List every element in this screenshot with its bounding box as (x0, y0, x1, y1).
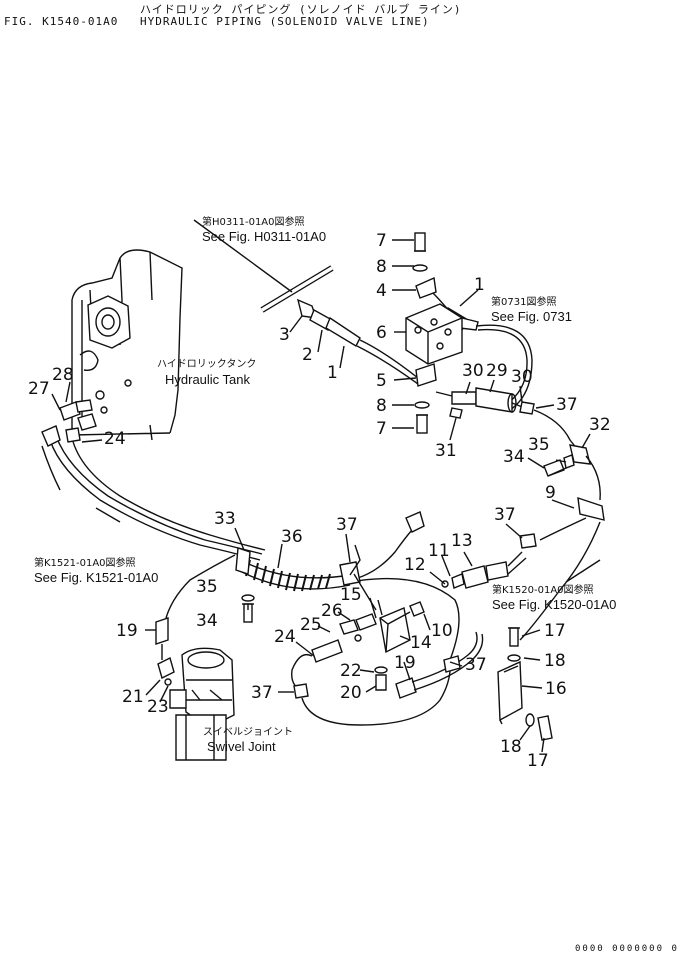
callout-28: 28 (52, 365, 74, 385)
callout-6: 6 (376, 323, 387, 343)
header-japanese-title: ハイドロリック パイピング (ソレノイド バルブ ライン) (140, 3, 462, 16)
callout-33: 33 (214, 509, 236, 529)
callout-18: 18 (500, 737, 522, 757)
hydraulic-tank (71, 249, 183, 441)
swivel-joint (155, 617, 235, 761)
callout-15: 15 (340, 585, 362, 605)
callout-24: 24 (274, 627, 296, 647)
callout-22: 22 (340, 661, 362, 681)
callout-7: 7 (376, 231, 387, 251)
ref-k1521-en: See Fig. K1521-01A0 (34, 570, 158, 585)
callout-37: 37 (251, 683, 273, 703)
callout-numbers: 7 8 4 1 6 3 2 1 5 8 7 30 29 30 37 31 32 … (28, 231, 611, 771)
callout-34: 34 (503, 447, 525, 467)
callout-10: 10 (431, 621, 453, 641)
right-hoses (435, 324, 605, 641)
callout-21: 21 (122, 687, 144, 707)
callout-4: 4 (376, 281, 387, 301)
callout-5: 5 (376, 371, 387, 391)
leader-lines (51, 219, 601, 753)
figure-number: FIG. K1540-01A0 (4, 15, 119, 28)
ref-0731-jp: 第0731図参照 (491, 295, 556, 308)
callout-35: 35 (528, 435, 550, 455)
callout-1: 1 (327, 363, 338, 383)
long-hoses (41, 399, 266, 623)
callout-17: 17 (544, 621, 566, 641)
callout-8: 8 (376, 396, 387, 416)
tank-label-jp: ハイドロリックタンク (157, 358, 256, 370)
callout-9: 9 (545, 483, 556, 503)
callout-30: 30 (462, 361, 484, 381)
callout-1: 1 (474, 275, 485, 295)
callout-14: 14 (410, 633, 432, 653)
ref-k1520-en: See Fig. K1520-01A0 (492, 597, 616, 612)
callout-26: 26 (321, 601, 343, 621)
swivel-label-jp: スイベルジョイント (203, 726, 293, 738)
callout-19: 19 (116, 621, 138, 641)
callout-8: 8 (376, 257, 387, 277)
callout-19: 19 (394, 653, 416, 673)
figure-title: HYDRAULIC PIPING (SOLENOID VALVE LINE) (140, 15, 430, 28)
callout-23: 23 (147, 697, 169, 717)
swivel-label-en: Swivel Joint (207, 739, 276, 754)
solenoid-valve-block (405, 232, 463, 434)
callout-37: 37 (336, 515, 358, 535)
page-footer: 0000 0000000 0 (575, 944, 679, 954)
bracket-16 (497, 627, 553, 741)
callout-37: 37 (494, 505, 516, 525)
callout-11: 11 (428, 541, 450, 561)
callout-12: 12 (404, 555, 426, 575)
callout-36: 36 (281, 527, 303, 547)
callout-18: 18 (544, 651, 566, 671)
callout-16: 16 (545, 679, 567, 699)
callout-25: 25 (300, 615, 322, 635)
callout-27: 27 (28, 379, 50, 399)
callout-24: 24 (104, 429, 126, 449)
callout-30: 30 (511, 367, 533, 387)
ref-h0311-en: See Fig. H0311-01A0 (202, 229, 326, 244)
spiral-guard (235, 511, 460, 661)
callout-29: 29 (486, 361, 508, 381)
ref-h0311-jp: 第H0311-01A0図参照 (202, 215, 305, 228)
callout-32: 32 (589, 415, 611, 435)
callout-13: 13 (451, 531, 473, 551)
tank-label-en: Hydraulic Tank (165, 372, 251, 387)
callout-7: 7 (376, 419, 387, 439)
callout-20: 20 (340, 683, 362, 703)
callout-37: 37 (556, 395, 578, 415)
callout-37: 37 (465, 655, 487, 675)
callout-3: 3 (279, 325, 290, 345)
callout-17: 17 (527, 751, 549, 771)
upper-pipes (260, 265, 479, 385)
ref-k1521-jp: 第K1521-01A0図参照 (34, 556, 136, 569)
ref-k1520-jp: 第K1520-01A0図参照 (492, 583, 594, 596)
callout-35: 35 (196, 577, 218, 597)
callout-34: 34 (196, 611, 218, 631)
lower-hoses (291, 631, 484, 726)
ref-0731-en: See Fig. 0731 (491, 309, 572, 324)
callout-31: 31 (435, 441, 457, 461)
callout-2: 2 (302, 345, 313, 365)
